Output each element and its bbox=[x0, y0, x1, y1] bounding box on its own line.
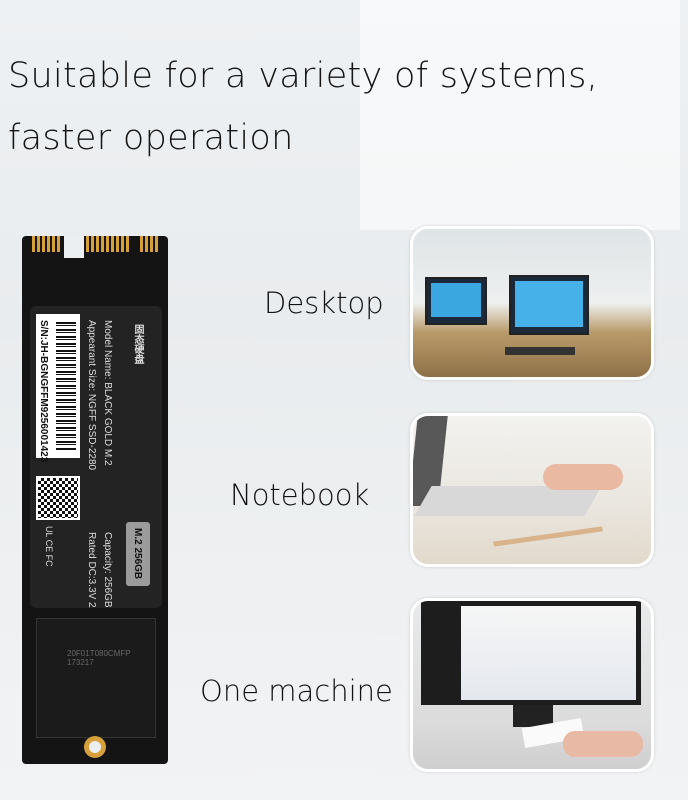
barcode bbox=[36, 314, 80, 458]
ssd-product-image: S/N:JH-BGNGFFM9256001423 Appearant Size:… bbox=[22, 236, 168, 764]
notebook-photo bbox=[410, 413, 654, 567]
model-text: Model Name: BLACK GOLD M.2 bbox=[102, 320, 113, 466]
headline-line1: Suitable for a variety of systems, bbox=[8, 56, 599, 96]
serial-number: S/N:JH-BGNGFFM9256001423 bbox=[38, 320, 49, 463]
background-window bbox=[360, 0, 680, 230]
caption-notebook: Notebook bbox=[230, 478, 370, 512]
cert-marks: UL CE FC bbox=[44, 526, 54, 567]
qr-code bbox=[36, 476, 80, 520]
ssd-label: S/N:JH-BGNGFFM9256001423 Appearant Size:… bbox=[30, 306, 162, 608]
brand-cn: 固态硬盘 bbox=[132, 324, 143, 364]
headline-line2: faster operation bbox=[8, 118, 294, 158]
capacity-text: Capacity: 256GB bbox=[102, 532, 113, 608]
size-text: Appearant Size: NGFF SSD-2280 bbox=[86, 320, 97, 471]
all-in-one-photo bbox=[410, 598, 654, 772]
rated-text: Rated DC:3.3V 2A bbox=[86, 532, 97, 608]
desktop-photo bbox=[410, 226, 654, 380]
caption-one-machine: One machine bbox=[200, 674, 393, 708]
caption-desktop: Desktop bbox=[264, 286, 384, 320]
capacity-badge: M.2 256GB bbox=[126, 522, 150, 586]
nand-chip: 20F01T080CMFP 173217 bbox=[36, 618, 156, 738]
